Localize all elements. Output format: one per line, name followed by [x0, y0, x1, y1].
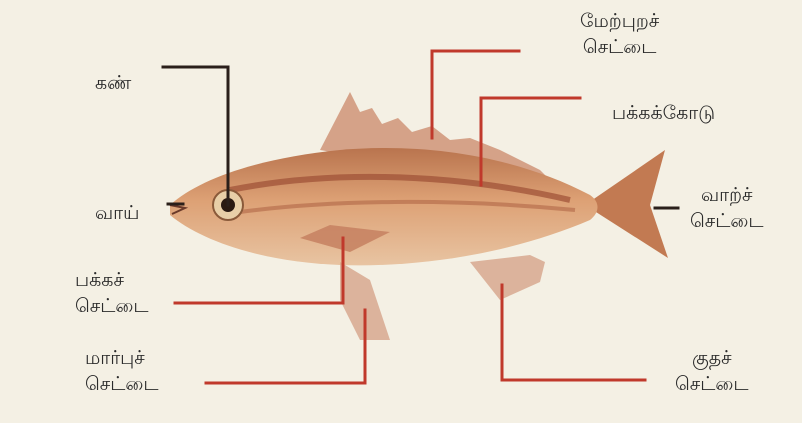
label-pelvic-fin-line1: பக்கச் [75, 267, 149, 293]
anal-fin [470, 255, 545, 300]
label-dorsal-fin: மேற்புறச் செட்டை [580, 8, 659, 60]
label-anal-fin: குதச் செட்டை [675, 345, 749, 397]
label-pectoral-fin: மார்புச் செட்டை [85, 345, 159, 397]
leader-pectoral-fin [206, 310, 365, 383]
label-lateral-line-text: பக்கக்கோடு [612, 100, 715, 126]
label-mouth: வாய் [95, 200, 139, 226]
label-dorsal-fin-line2: செட்டை [580, 34, 659, 60]
label-pectoral-fin-line1: மார்புச் [85, 345, 159, 371]
leader-dorsal-fin [432, 51, 519, 138]
label-pelvic-fin-line2: செட்டை [75, 293, 149, 319]
label-pectoral-fin-line2: செட்டை [85, 371, 159, 397]
label-mouth-text: வாய் [95, 200, 139, 226]
label-eye-text: கண் [95, 70, 131, 96]
label-pelvic-fin: பக்கச் செட்டை [75, 267, 149, 319]
label-lateral-line: பக்கக்கோடு [612, 100, 715, 126]
label-dorsal-fin-line1: மேற்புறச் [580, 8, 659, 34]
label-anal-fin-line2: செட்டை [675, 371, 749, 397]
label-anal-fin-line1: குதச் [675, 345, 749, 371]
label-tail-fin-line1: வாற்ச் [690, 182, 764, 208]
label-tail-fin-line2: செட்டை [690, 208, 764, 234]
label-eye: கண் [95, 70, 131, 96]
label-tail-fin: வாற்ச் செட்டை [690, 182, 764, 234]
tail-fin [585, 150, 668, 258]
leader-anal-fin [502, 285, 645, 380]
